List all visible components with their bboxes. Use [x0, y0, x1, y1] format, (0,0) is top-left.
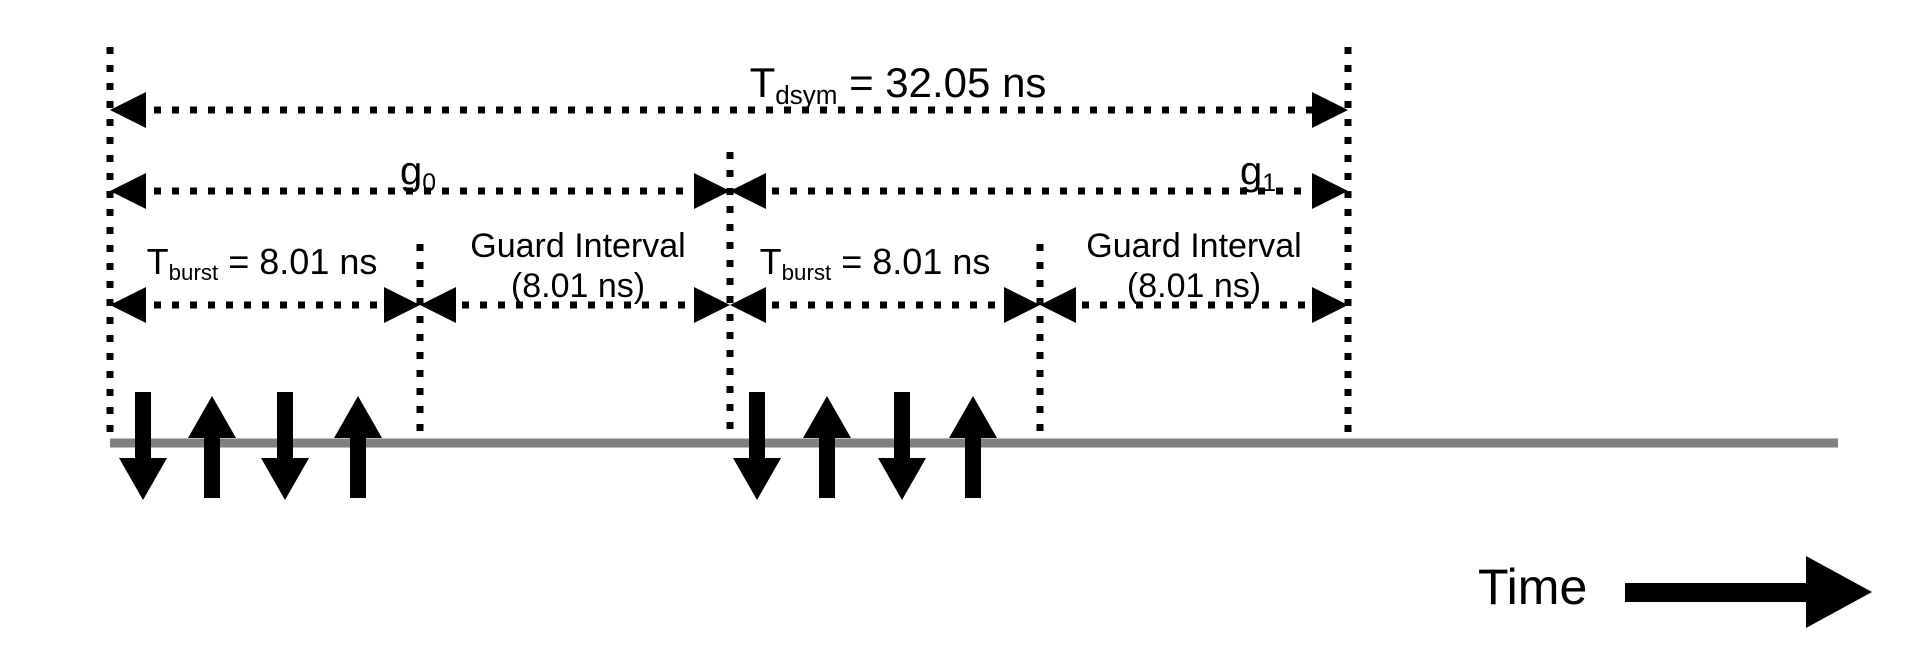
- measure-row-g1: [730, 173, 1348, 209]
- burst2-arrowhead-left: [730, 287, 766, 323]
- burst2-label-prefix: T: [759, 241, 782, 282]
- g0-arrowhead-left: [110, 173, 146, 209]
- impulse-arrow-up-2: [334, 396, 382, 498]
- g0-label-subscript: 0: [422, 169, 437, 197]
- measure-row-guard1: [420, 287, 730, 323]
- burst1-arrowhead-right: [384, 287, 420, 323]
- burst1-label-subscript: burst: [168, 260, 219, 286]
- g1-arrowhead-right: [1312, 173, 1348, 209]
- burst2-label-suffix: = 8.01 ns: [831, 241, 991, 282]
- impulse-arrow-up-4: [949, 396, 997, 498]
- guard2-label: Guard Interval (8.01 ns): [1086, 226, 1301, 306]
- impulse-arrow-up-3: [803, 396, 851, 498]
- guard1-arrowhead-left: [420, 287, 456, 323]
- impulse-arrow-down-2: [261, 392, 309, 500]
- burst2-label-subscript: burst: [781, 260, 832, 286]
- time-axis-arrow-icon: [1625, 556, 1872, 628]
- g1-label-subscript: 1: [1262, 169, 1277, 197]
- g1-arrowhead-left: [730, 173, 766, 209]
- burst1-arrowhead-left: [110, 287, 146, 323]
- measure-row-tdsym: [110, 92, 1348, 128]
- burst2-label: Tburst = 8.01 ns: [759, 241, 991, 284]
- measure-row-guard2: [1040, 287, 1348, 323]
- guard2-arrowhead-right: [1312, 287, 1348, 323]
- guard1-label: Guard Interval (8.01 ns): [470, 226, 685, 306]
- guard2-label-line1: Guard Interval: [1086, 227, 1302, 265]
- measure-row-g0: [110, 173, 730, 209]
- burst1-label: Tburst = 8.01 ns: [146, 241, 378, 284]
- tdsym-label: Tdsym = 32.05 ns: [749, 59, 1047, 109]
- guard1-label-line1: Guard Interval: [470, 227, 686, 265]
- impulse-arrow-down-4: [878, 392, 926, 500]
- burst2-arrowhead-right: [1004, 287, 1040, 323]
- tdsym-label-prefix: T: [749, 59, 776, 106]
- guard2-label-line2: (8.01 ns): [1126, 267, 1262, 306]
- g1-label-base: g: [1239, 149, 1263, 193]
- guard1-arrowhead-right: [694, 287, 730, 323]
- g0-arrowhead-right: [694, 173, 730, 209]
- guard2-arrowhead-left: [1040, 287, 1076, 323]
- tdsym-label-suffix: = 32.05 ns: [837, 59, 1047, 106]
- g0-label-base: g: [399, 149, 423, 193]
- guard1-label-line2: (8.01 ns): [510, 267, 646, 306]
- impulse-arrow-up-1: [188, 396, 236, 498]
- impulse-group-burst2: [733, 392, 997, 500]
- tdsym-arrowhead-right: [1312, 92, 1348, 128]
- measure-row-burst1: [110, 287, 420, 323]
- tdsym-label-subscript: dsym: [775, 80, 838, 111]
- vertical-divider-lines: [106, 47, 1352, 443]
- burst1-label-suffix: = 8.01 ns: [218, 241, 378, 282]
- measure-row-burst2: [730, 287, 1040, 323]
- g1-label: g1: [1239, 149, 1276, 196]
- time-axis-label: Time: [1478, 559, 1588, 615]
- impulse-arrow-down-3: [733, 392, 781, 500]
- g0-label: g0: [399, 149, 436, 196]
- impulse-arrow-down-1: [119, 392, 167, 500]
- impulse-group-burst1: [119, 392, 382, 500]
- burst1-label-prefix: T: [146, 241, 169, 282]
- tdsym-arrowhead-left: [110, 92, 146, 128]
